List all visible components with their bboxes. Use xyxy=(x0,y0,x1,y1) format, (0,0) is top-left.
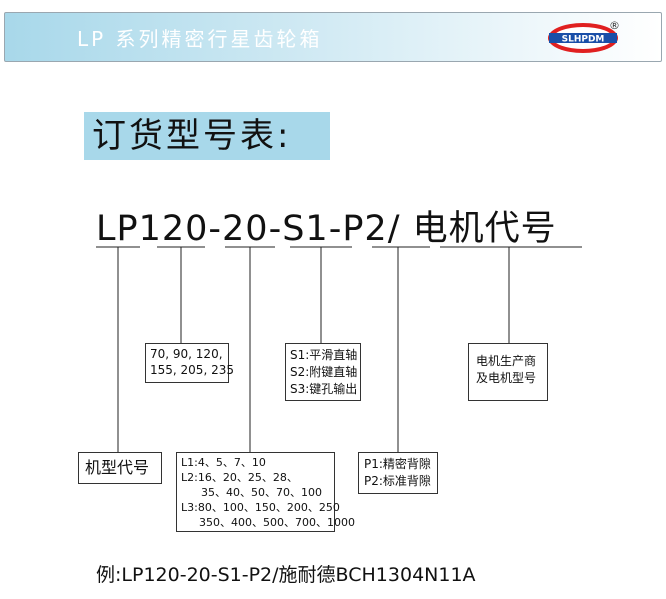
example-text: 例:LP120-20-S1-P2/施耐德BCH1304N11A xyxy=(96,564,476,586)
header-title: LP 系列精密行星齿轮箱 xyxy=(77,27,323,51)
machine-code-label: 机型代号 xyxy=(85,458,150,477)
motor-line: 电机生产商 xyxy=(476,354,537,368)
ratio-line: L1:4、5、7、10 xyxy=(181,456,266,469)
ratio-line: L3:80、100、150、200、250 xyxy=(181,501,340,514)
backlash-box: P1:精密背隙 P2:标准背隙 xyxy=(358,452,438,494)
ratio-line: L2:16、20、25、28、 xyxy=(181,471,298,484)
header-banner: LP 系列精密行星齿轮箱 SLHPDM ® xyxy=(4,12,662,62)
frame-size-line: 155, 205, 235 xyxy=(150,363,234,377)
ratio-line: 350、400、500、700、1000 xyxy=(199,516,355,529)
shaft-line: S1:平滑直轴 xyxy=(290,348,358,362)
backlash-line: P1:精密背隙 xyxy=(364,457,431,471)
motor-box: 电机生产商 及电机型号 xyxy=(468,343,548,401)
backlash-line: P2:标准背隙 xyxy=(364,474,431,488)
shaft-line: S2:附键直轴 xyxy=(290,365,358,379)
frame-size-line: 70, 90, 120, xyxy=(150,347,223,361)
frame-size-box: 70, 90, 120, 155, 205, 235 xyxy=(145,343,234,383)
shaft-box: S1:平滑直轴 S2:附键直轴 S3:键孔输出 xyxy=(285,343,361,401)
company-logo: SLHPDM xyxy=(548,23,618,53)
motor-line: 及电机型号 xyxy=(476,371,537,385)
order-table-title: 订货型号表: xyxy=(84,112,330,160)
ratio-line: 35、40、50、70、100 xyxy=(201,486,322,499)
shaft-line: S3:键孔输出 xyxy=(290,382,358,396)
model-code: LP120-20-S1-P2/ 电机代号 xyxy=(96,209,557,249)
machine-code-box: 机型代号 xyxy=(78,452,162,484)
logo-text: SLHPDM xyxy=(562,35,605,45)
registered-mark: ® xyxy=(609,19,620,32)
ratio-box: L1:4、5、7、10 L2:16、20、25、28、 35、40、50、70、… xyxy=(176,452,355,532)
